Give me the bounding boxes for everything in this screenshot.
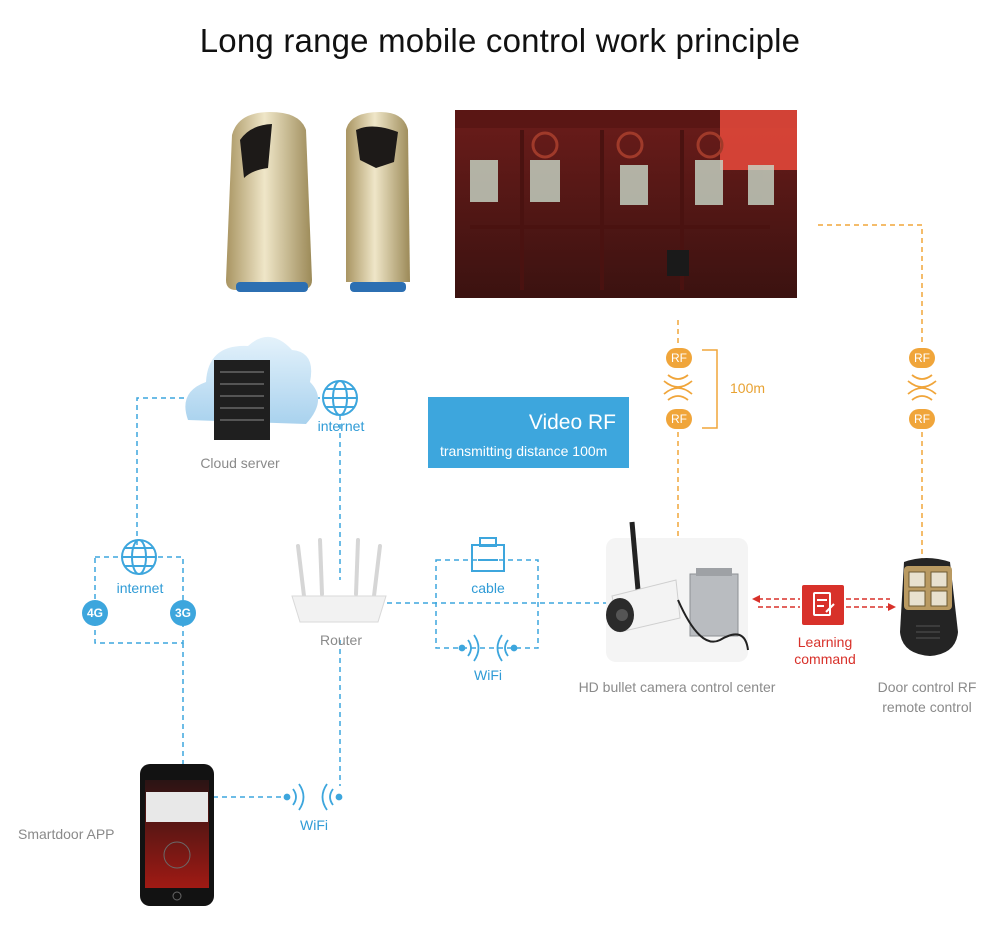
rf-remote-control-icon (900, 558, 958, 656)
ethernet-icon (471, 537, 505, 572)
smartphone-icon (140, 764, 214, 906)
3g-badge-icon (170, 600, 196, 626)
wifi-waves-mid-icon (458, 634, 518, 662)
page-title: Long range mobile control work principle (199, 22, 801, 59)
router-icon (291, 538, 387, 623)
callout-subtitle: transmitting distance 100m (440, 443, 608, 459)
cloud-server-label: Cloud server (200, 455, 280, 471)
learning-label-line2: command (794, 651, 856, 667)
learning-label-line1: Learning (797, 634, 853, 650)
3g-label: 3G (174, 606, 192, 620)
globe-icon-left (121, 539, 157, 575)
rf-waves-left-icon (663, 374, 693, 401)
gate-opener-left (226, 112, 312, 292)
globe-icon-top (322, 380, 358, 416)
smartdoor-app-label: Smartdoor APP (18, 826, 115, 842)
internet-left-label: internet (116, 580, 164, 596)
remote-label-line2: remote control (882, 699, 972, 715)
video-rf-callout: Video RF transmitting distance 100m (428, 397, 629, 468)
4g-label: 4G (86, 606, 104, 620)
rf-badge-right-bottom: RF (909, 409, 935, 429)
4g-badge-icon (82, 600, 108, 626)
cloud-server-icon (185, 336, 319, 440)
remote-label-line1: Door control RF (877, 679, 977, 695)
wifi-mid-label: WiFi (474, 667, 502, 683)
gate-opener-right (346, 112, 410, 292)
distance-label: 100m (730, 380, 766, 396)
router-label: Router (319, 632, 363, 648)
rf-badge-left-bottom: RF (666, 409, 692, 429)
internet-top-label: internet (317, 418, 365, 434)
gate-photo (455, 110, 797, 298)
learning-arrows (752, 595, 896, 611)
callout-title: Video RF (528, 411, 616, 434)
rf-badge-left-top: RF (666, 348, 692, 368)
rf-waves-right-icon (907, 374, 937, 401)
camera-control-center-icon (606, 521, 749, 662)
wifi-bottom-label: WiFi (300, 817, 328, 833)
wifi-waves-bottom-icon (283, 783, 343, 811)
learning-command-icon (802, 585, 844, 625)
camera-center-label: HD bullet camera control center (578, 679, 776, 695)
rf-badge-right-top: RF (909, 348, 935, 368)
cable-label: cable (471, 580, 505, 596)
